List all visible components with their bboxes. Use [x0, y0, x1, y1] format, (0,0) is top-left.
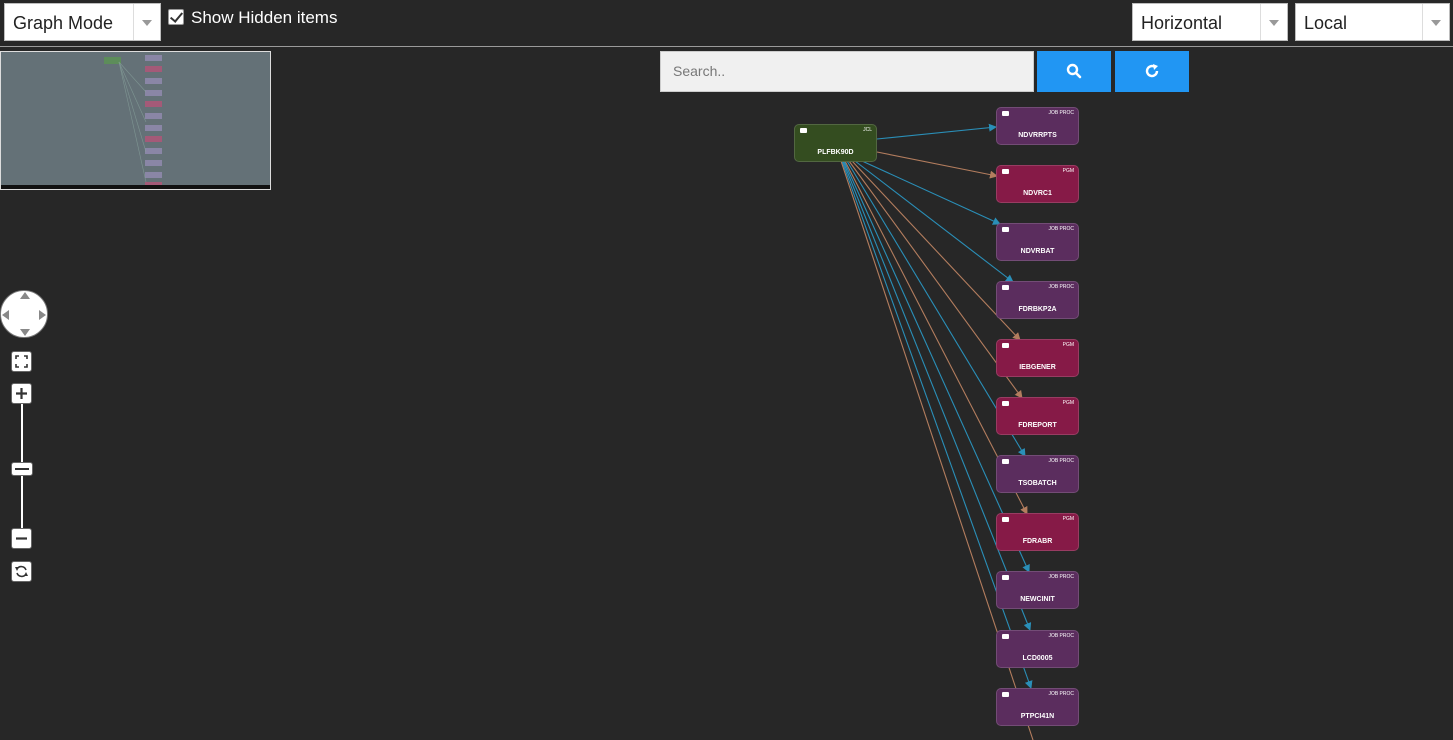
node-type: JOB PROC	[1048, 458, 1074, 464]
edge	[848, 160, 1023, 399]
mode-select[interactable]: Graph Mode	[4, 3, 161, 41]
refresh-icon	[1145, 64, 1159, 78]
jcl-icon	[800, 128, 807, 133]
job-proc-icon	[1002, 285, 1009, 290]
edge	[876, 151, 998, 179]
pgm-icon	[1002, 401, 1009, 406]
pgm-icon	[1002, 169, 1009, 174]
graph-node[interactable]: PGM FDRABR	[996, 513, 1079, 551]
edge	[842, 160, 1032, 631]
job-proc-icon	[1002, 227, 1009, 232]
chevron-down-icon	[133, 4, 160, 40]
pgm-icon	[1002, 343, 1009, 348]
search-button[interactable]	[1037, 51, 1111, 92]
node-type: JOB PROC	[1048, 633, 1074, 639]
job-proc-icon	[1002, 111, 1009, 116]
graph-node[interactable]: JOB PROC LCD0005	[996, 630, 1079, 668]
graph-node[interactable]: JOB PROC NEWCINIT	[996, 571, 1079, 609]
edge	[846, 160, 1026, 457]
scope-select-value: Local	[1304, 13, 1348, 33]
node-type: PGM	[1062, 342, 1074, 348]
refresh-button[interactable]	[1115, 51, 1189, 92]
edge	[876, 123, 997, 140]
node-type: JOB PROC	[1048, 691, 1074, 697]
edge	[854, 160, 1014, 283]
node-type: JOB PROC	[1048, 226, 1074, 232]
chevron-down-icon	[1260, 4, 1287, 40]
node-label: NDVRC1	[1023, 190, 1052, 197]
node-label: NDVRBAT	[1020, 248, 1055, 255]
graph-node[interactable]: PGM NDVRC1	[996, 165, 1079, 203]
node-type: JOB PROC	[1048, 284, 1074, 290]
graph-node[interactable]: JOB PROC NDVRBAT	[996, 223, 1079, 261]
reset-icon	[15, 565, 28, 578]
node-label: NDVRRPTS	[1018, 132, 1057, 139]
node-type: PGM	[1062, 168, 1074, 174]
node-type: JOB PROC	[1048, 574, 1074, 580]
node-type: PGM	[1062, 516, 1074, 522]
reset-button[interactable]	[11, 561, 32, 582]
edge	[851, 160, 1021, 341]
pgm-icon	[1002, 517, 1009, 522]
show-hidden-label: Show Hidden items	[191, 8, 338, 27]
zoom-in-icon	[16, 388, 27, 399]
orientation-select[interactable]: Horizontal	[1132, 3, 1288, 41]
edge	[844, 160, 1028, 515]
toolbar: Graph Mode Show Hidden items Horizontal …	[0, 0, 1453, 47]
mode-select-value: Graph Mode	[13, 13, 114, 33]
node-label: PTPCI41N	[1020, 713, 1055, 720]
pan-control-icon[interactable]	[0, 290, 48, 338]
graph-node[interactable]: PGM IEBGENER	[996, 339, 1079, 377]
node-label: PLFBK90D	[817, 149, 854, 156]
scope-select[interactable]: Local	[1295, 3, 1450, 41]
minimap[interactable]	[0, 51, 271, 190]
search-icon	[1066, 63, 1082, 79]
fit-view-button[interactable]	[11, 351, 32, 372]
job-proc-icon	[1002, 634, 1009, 639]
search-input[interactable]: Search..	[660, 51, 1034, 92]
node-label: FDRABR	[1022, 538, 1053, 545]
node-label: IEBGENER	[1019, 364, 1056, 371]
zoom-out-button[interactable]	[11, 528, 32, 549]
node-type: JCL	[863, 127, 872, 133]
edge	[843, 160, 1030, 573]
graph-node-root[interactable]: JCL PLFBK90D	[794, 124, 877, 162]
node-type: JOB PROC	[1048, 110, 1074, 116]
graph-node[interactable]: JOB PROC TSOBATCH	[996, 455, 1079, 493]
node-label: NEWCINIT	[1020, 596, 1055, 603]
graph-node[interactable]: JOB PROC NDVRRPTS	[996, 107, 1079, 145]
zoom-in-button[interactable]	[11, 383, 32, 404]
node-type: PGM	[1062, 400, 1074, 406]
edge	[861, 160, 1001, 225]
job-proc-icon	[1002, 575, 1009, 580]
fit-view-icon	[15, 355, 28, 368]
zoom-out-icon	[16, 537, 27, 540]
graph-node[interactable]: JOB PROC FDRBKP2A	[996, 281, 1079, 319]
zoom-slider-thumb[interactable]	[11, 462, 33, 476]
node-label: LCD0005	[1022, 655, 1053, 662]
job-proc-icon	[1002, 692, 1009, 697]
node-label: TSOBATCH	[1018, 480, 1057, 487]
graph-node[interactable]: PGM FDREPORT	[996, 397, 1079, 435]
chevron-down-icon	[1422, 4, 1449, 40]
node-label: FDREPORT	[1018, 422, 1057, 429]
node-label: FDRBKP2A	[1018, 306, 1057, 313]
orientation-select-value: Horizontal	[1141, 13, 1223, 33]
show-hidden-checkbox[interactable]	[168, 9, 184, 25]
search-placeholder: Search..	[673, 63, 726, 79]
graph-node[interactable]: JOB PROC PTPCI41N	[996, 688, 1079, 726]
job-proc-icon	[1002, 459, 1009, 464]
